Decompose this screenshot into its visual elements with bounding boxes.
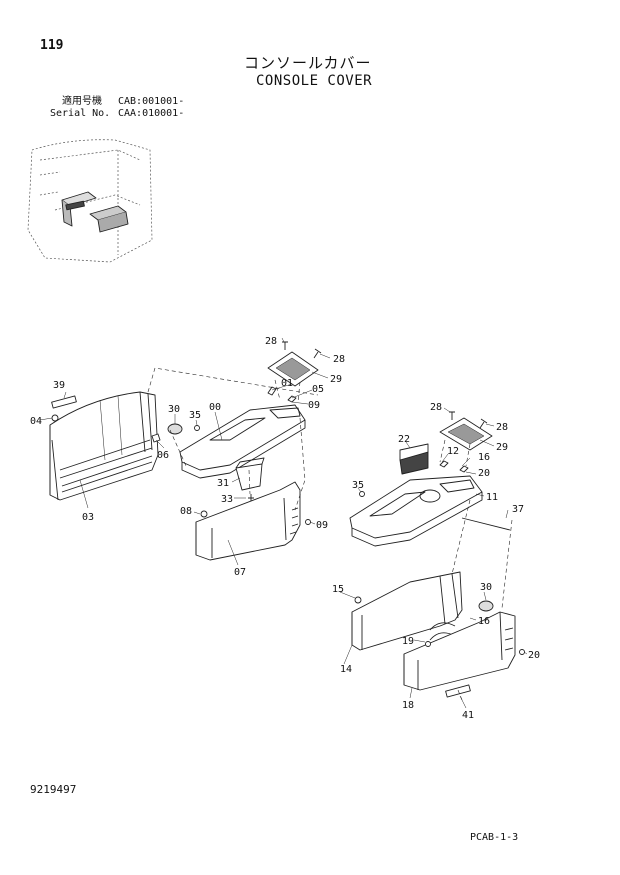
switch-01 [267,386,277,396]
label-plate-41 [445,684,471,698]
assembly-lines-left [147,367,319,511]
callout-11: 11 [486,492,498,503]
clip-20-lower [519,649,525,655]
left-side-cover-03 [49,391,159,501]
callout-19: 19 [402,636,414,647]
callout-35-right: 35 [352,480,364,491]
callout-39: 39 [53,380,65,391]
clip-35 [194,425,200,431]
clip-04 [51,414,59,422]
console-location-icon [61,191,129,233]
callout-28-c: 28 [430,402,442,413]
callout-41: 41 [462,710,474,721]
callout-28-b: 28 [333,354,345,365]
callout-22: 22 [398,434,410,445]
callout-18: 18 [402,700,414,711]
screw-28-a [282,341,288,350]
callout-35-left: 35 [189,410,201,421]
lower-cover-07 [195,481,301,561]
callout-06: 06 [157,450,169,461]
callout-20-lower: 20 [528,650,540,661]
lower-cover-14 [351,571,463,651]
screw-28-d [479,418,488,429]
grommet-30 [167,423,183,435]
document-number: 9219497 [30,783,77,796]
callout-01: 01 [281,378,293,389]
callout-30-right: 30 [480,582,492,593]
callout-04: 04 [30,416,42,427]
callout-07: 07 [234,567,246,578]
callout-12: 12 [447,446,459,457]
callout-labels: 39 04 03 06 30 35 00 28 28 29 01 05 09 3… [30,336,540,721]
callout-16-upper: 16 [478,452,490,463]
callout-03: 03 [82,512,94,523]
callout-05: 05 [312,384,324,395]
clip-08 [200,510,208,518]
callout-14: 14 [340,664,352,675]
cab-locator-thumbnail [27,139,153,263]
bezel-29-right [439,417,493,451]
serial-label-english: Serial No. [50,108,111,119]
clip-09-lower [305,519,311,525]
page-title-english: CONSOLE COVER [256,73,373,89]
callout-09-upper: 09 [308,400,320,411]
grommet-30-right [478,600,494,612]
switch-12 [439,460,449,468]
callout-09-lower: 09 [316,520,328,531]
serial-range-cab: CAB:001001- [118,96,185,107]
callout-15: 15 [332,584,344,595]
page-title-japanese: コンソールカバー [244,54,372,72]
label-plate-39 [51,395,77,409]
screw-28-b [313,348,322,359]
switch-16 [459,465,469,473]
callout-00: 00 [209,402,221,413]
callout-20-upper: 20 [478,468,490,479]
callout-16-lower: 16 [478,616,490,627]
callout-30-left: 30 [168,404,180,415]
cup-holder-31 [235,457,265,491]
callout-08: 08 [180,506,192,517]
page-code: PCAB-1-3 [470,832,519,843]
callout-28-a: 28 [265,336,277,347]
page-number: 119 [40,38,64,53]
serial-range-caa: CAA:010001- [118,108,185,119]
clip-19 [425,641,431,647]
rod-37 [461,517,511,531]
callout-29-left: 29 [330,374,342,385]
console-cover-11 [349,475,483,547]
clip-15 [354,596,362,604]
bezel-29-left [267,351,319,387]
tray-22 [399,443,429,475]
callout-31: 31 [217,478,229,489]
callout-37: 37 [512,504,524,515]
callout-33: 33 [221,494,233,505]
switch-05 [287,395,297,403]
lower-cover-18 [403,611,516,691]
clip-06 [151,433,161,443]
serial-label-japanese: 適用号機 [62,96,102,107]
callout-28-d: 28 [496,422,508,433]
clip-35-right [359,491,365,497]
callout-29-right: 29 [496,442,508,453]
leader-lines [39,337,528,709]
screw-28-c [449,411,455,420]
